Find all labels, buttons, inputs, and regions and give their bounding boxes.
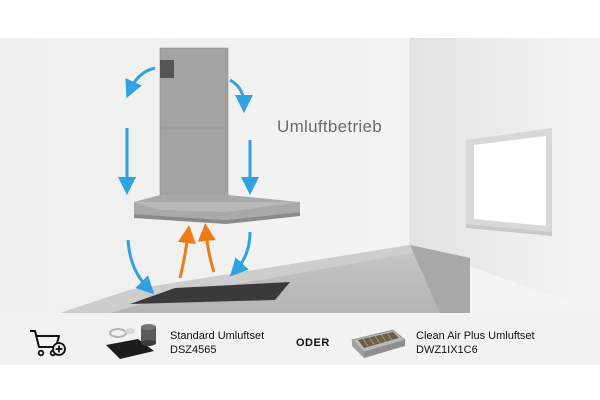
extractor-hood: [134, 47, 300, 224]
window: [466, 128, 552, 236]
standard-filter-set-image[interactable]: [104, 323, 162, 361]
product-1-code: DSZ4565: [170, 344, 217, 356]
kitchen-scene: [0, 38, 600, 313]
product-1-name: Standard Umluftset: [170, 330, 265, 342]
kitchen-counter: [60, 245, 470, 313]
or-separator: ODER: [296, 337, 330, 349]
steam-arrows: [177, 223, 216, 279]
cooktop: [130, 282, 290, 304]
clean-air-plus-filter-image[interactable]: [349, 326, 407, 360]
product-2-name: Clean Air Plus Umluftset: [416, 330, 535, 342]
air-flow-arrows: [118, 66, 259, 295]
cart-plus-icon[interactable]: [28, 328, 66, 358]
accessory-bar: [0, 313, 600, 365]
mode-caption: Umluftbetrieb: [277, 117, 382, 136]
product-2-code: DWZ1IX1C6: [416, 344, 478, 356]
